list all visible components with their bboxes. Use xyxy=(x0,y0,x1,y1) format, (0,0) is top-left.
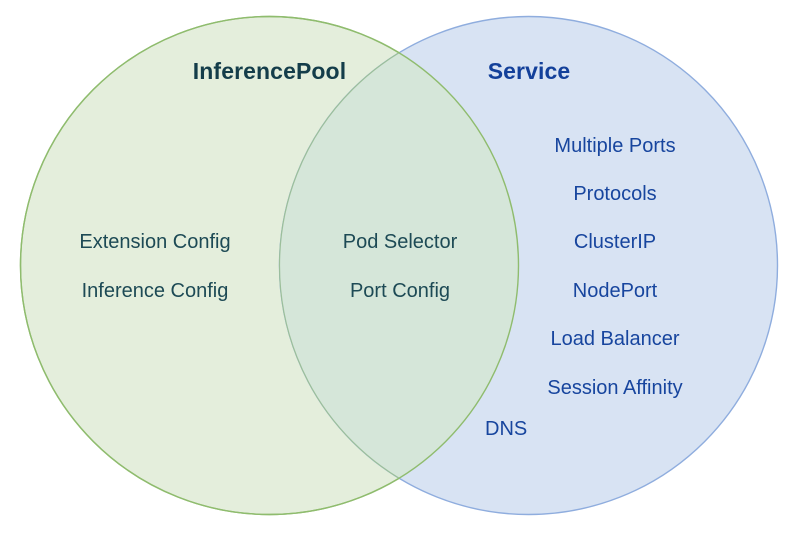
intersection-item: Pod Selector xyxy=(342,231,458,253)
right-set-item: Load Balancer xyxy=(550,328,680,350)
right-set-item: ClusterIP xyxy=(573,231,657,253)
left-set-item: Inference Config xyxy=(81,280,229,302)
left-set-title: InferencePool xyxy=(192,58,347,84)
right-set-title: Service xyxy=(487,58,571,84)
intersection-region xyxy=(278,16,519,515)
right-set-item: Session Affinity xyxy=(547,377,683,399)
right-set-item: NodePort xyxy=(572,280,658,302)
left-set-item: Extension Config xyxy=(79,231,231,253)
intersection-item: Port Config xyxy=(349,280,451,302)
left-set-circle-outline xyxy=(19,15,520,516)
right-set-item: Multiple Ports xyxy=(554,135,676,157)
right-set-item: Protocols xyxy=(573,183,657,205)
right-set-item: DNS xyxy=(485,418,528,440)
